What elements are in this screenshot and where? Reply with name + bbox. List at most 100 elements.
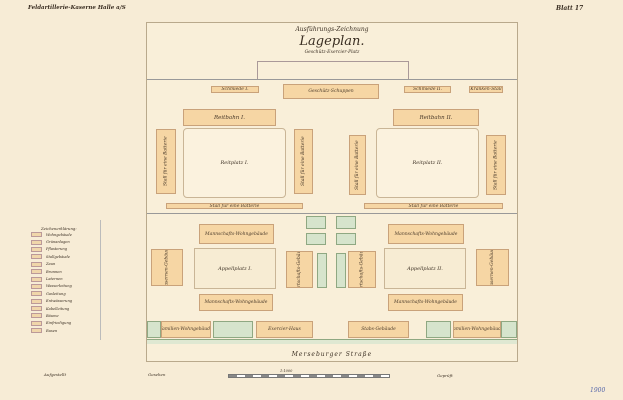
garden [306, 233, 326, 245]
legend-item: Pflasterung [31, 246, 83, 253]
legend-item: Brunnen [31, 268, 83, 275]
building-mannschaft-2: Mannschafts-Wohngebäude [388, 224, 464, 244]
sheet-number: Blatt 17 [556, 5, 584, 12]
yard-appellplatz-1: Appellplatz I. [194, 248, 276, 289]
garden [336, 233, 356, 245]
building-schmiede-2: Schmiede II. [404, 86, 451, 93]
legend-swatch [31, 276, 42, 282]
legend-title: Zeichenerklärung: [41, 226, 77, 231]
front-fence [147, 339, 517, 344]
legend-swatch [31, 283, 42, 289]
legend-item: Entwässerung [31, 298, 83, 305]
legend-item: Grünanlagen [31, 238, 83, 245]
building-familien-1: Familien-Wohngebäude [161, 321, 211, 338]
legend-item: Zaun [31, 261, 83, 268]
legend-item: Wasserleitung [31, 283, 83, 290]
footer-note-2: Gesehen [148, 372, 166, 377]
legend-item: Rasen [31, 327, 83, 334]
legend-swatch [31, 298, 42, 304]
legend-divider [100, 220, 101, 340]
building-mannschaft-4: Mannschafts-Wohngebäude [388, 294, 463, 311]
building-familien-2: Familien-Wohngebäude [453, 321, 501, 338]
footer-note-1: Aufgestellt [44, 372, 67, 377]
legend-label: Stallgebäude [46, 254, 70, 259]
building-reitbahn-1: Reitbahn I. [183, 109, 276, 126]
garden [426, 321, 451, 338]
legend-label: Entwässerung [46, 299, 73, 304]
legend-label: Brunnen [46, 269, 62, 274]
legend-swatch [31, 239, 42, 245]
building-schmiede-1: Schmiede I. [211, 86, 259, 93]
building-stall-4: Stall für eine Batterie [486, 135, 506, 195]
yard-reitplatz-1: Reitplatz I. [183, 128, 286, 198]
building-stall-1: Stall für eine Batterie [156, 129, 176, 194]
legend-swatch [31, 246, 42, 252]
building-wirtschaft-2: Wirtschafts-Gebäude [348, 251, 376, 288]
building-stall-2: Stall für eine Batterie [294, 129, 313, 194]
building-stabs: Stabs-Gebäude [348, 321, 409, 338]
building-stall-5: Stall für eine Batterie [166, 203, 303, 209]
archive-stamp: 1900 [590, 387, 606, 394]
legend-item: Stallgebäude [31, 253, 83, 260]
legend-swatch [31, 261, 42, 267]
legend-swatch [31, 291, 42, 297]
legend-label: Gasleitung [46, 291, 66, 296]
legend-swatch [31, 254, 42, 260]
building-exercier-haus: Exercier-Haus [256, 321, 313, 338]
legend-swatch [31, 232, 42, 238]
building-wirtschaft-1: Wirtschafts-Gebäude [286, 251, 313, 288]
legend-label: Wasserleitung [46, 284, 72, 289]
legend-swatch [31, 313, 42, 319]
building-stall-3: Stall für eine Batterie [349, 135, 366, 195]
legend-swatch [31, 306, 42, 312]
building-mannschaft-1: Mannschafts-Wohngebäude [199, 224, 274, 244]
garden-strip [336, 253, 346, 288]
legend-label: Einfriedigung [46, 321, 72, 326]
legend-swatch [31, 328, 42, 334]
building-kaserne-1: Kasernen-Gebäude [151, 249, 183, 286]
building-geschuetz-schuppen: Geschütz-Schuppen [283, 84, 379, 99]
garden [501, 321, 517, 338]
legend-label: Grünanlagen [46, 240, 70, 245]
scale-label: 1:1000 [280, 369, 293, 373]
sheet-header-title: Feldartillerie-Kaserne Halle a/S [28, 5, 126, 11]
exercise-ground [257, 61, 409, 80]
yard-reitplatz-2: Reitplatz II. [376, 128, 479, 198]
plan-area: Ausführungs-Zeichnung Lageplan. Geschütz… [146, 22, 518, 362]
legend-item: Gasleitung [31, 290, 83, 297]
legend-label: Rasen [46, 328, 58, 333]
inner-boundary [147, 213, 517, 214]
footer-note-3: Geprüft [437, 373, 453, 378]
plan-title: Lageplan. [299, 34, 365, 49]
drawing-type: Ausführungs-Zeichnung [295, 26, 369, 33]
garden [147, 321, 161, 338]
legend-item: Einfriedigung [31, 320, 83, 327]
garden [336, 216, 356, 229]
legend-item: Bäume [31, 312, 83, 319]
building-stall-6: Stall für eine Batterie [364, 203, 503, 209]
legend-label: Zaun [46, 262, 56, 267]
legend-item: Laternen [31, 275, 83, 282]
garden [306, 216, 326, 229]
building-kaserne-2: Kasernen-Gebäude [476, 249, 509, 286]
legend-label: Wohngebäude [46, 232, 72, 237]
legend-label: Kabelleitung [46, 306, 70, 311]
legend-swatch [31, 320, 42, 326]
legend-swatch [31, 269, 42, 275]
plan-subtitle: Geschütz-Exercier-Platz [304, 50, 360, 55]
boundary-line [147, 79, 517, 80]
building-mannschaft-3: Mannschafts-Wohngebäude [199, 294, 273, 311]
yard-appellplatz-2: Appellplatz II. [384, 248, 466, 289]
garden [213, 321, 253, 338]
building-kranken-stall: Kranken-Stall [469, 86, 503, 93]
legend-item: Wohngebäude [31, 231, 83, 238]
legend-label: Laternen [46, 277, 63, 282]
legend-item: Kabelleitung [31, 305, 83, 312]
scale-bar [228, 374, 390, 378]
legend-label: Pflasterung [46, 247, 68, 252]
building-reitbahn-2: Reitbahn II. [393, 109, 479, 126]
legend-label: Bäume [46, 313, 59, 318]
garden-strip [317, 253, 327, 288]
